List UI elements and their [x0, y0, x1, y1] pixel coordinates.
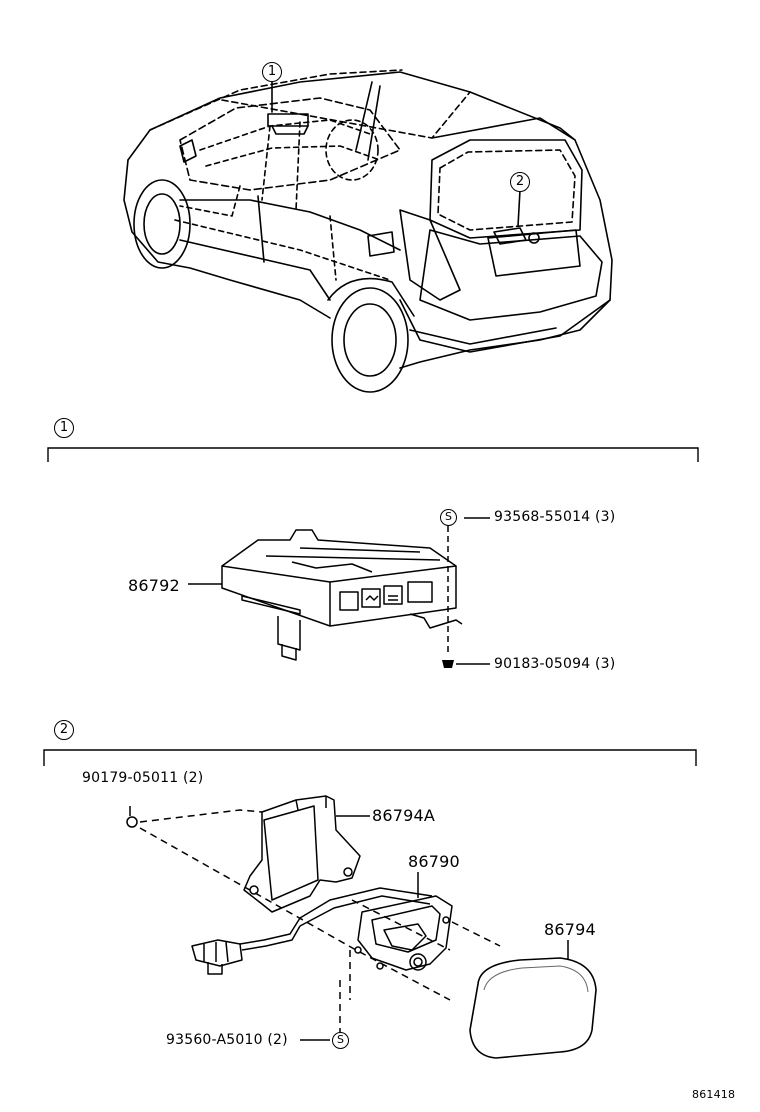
screw-symbol-2: S [332, 1032, 349, 1049]
part-90183-05094[interactable]: 90183-05094 (3) [494, 656, 616, 672]
overview-callout-2[interactable]: 2 [510, 172, 530, 192]
section-1-callout: 1 [54, 418, 74, 438]
section-2-callout: 2 [54, 720, 74, 740]
part-93560-A5010[interactable]: 93560-A5010 (2) [166, 1032, 288, 1048]
part-90179-05011[interactable]: 90179-05011 (2) [82, 770, 204, 786]
overview-callout-1[interactable]: 1 [262, 62, 282, 82]
part-86792[interactable]: 86792 [128, 576, 180, 595]
part-93568-55014[interactable]: 93568-55014 (3) [494, 509, 616, 525]
diagram-code: 861418 [692, 1088, 736, 1101]
part-86790[interactable]: 86790 [408, 852, 460, 871]
screw-symbol-1: S [440, 509, 457, 526]
part-86794[interactable]: 86794 [544, 920, 596, 939]
part-86794A[interactable]: 86794A [372, 806, 436, 825]
